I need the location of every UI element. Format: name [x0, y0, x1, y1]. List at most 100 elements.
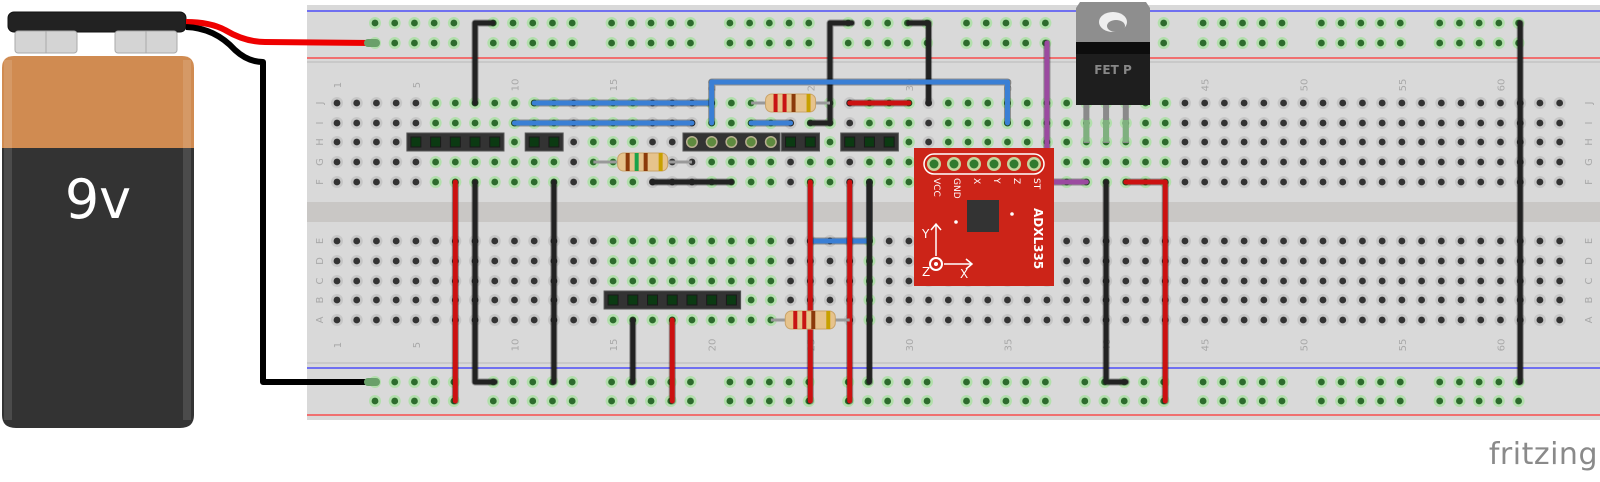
hole-D55[interactable]	[1395, 255, 1408, 267]
hole-C56[interactable]	[1415, 275, 1428, 287]
hole-G27[interactable]	[843, 156, 856, 168]
hole-A14[interactable]	[587, 314, 600, 326]
top-rail-hole-0-9-1[interactable]	[1453, 17, 1466, 29]
hole-G7[interactable]	[449, 156, 462, 168]
bottom-rail-hole-0-7-2[interactable]	[1236, 376, 1249, 388]
hole-I42[interactable]	[1139, 117, 1152, 129]
hole-G49[interactable]	[1277, 156, 1290, 168]
hole-D11[interactable]	[528, 255, 541, 267]
hole-A35[interactable]	[1001, 314, 1014, 326]
top-rail-hole-0-7-0[interactable]	[1197, 17, 1210, 29]
hole-F52[interactable]	[1336, 176, 1349, 188]
hole-A37[interactable]	[1040, 314, 1053, 326]
hole-B29[interactable]	[883, 294, 896, 306]
hole-B24[interactable]	[784, 294, 797, 306]
hole-I59[interactable]	[1474, 117, 1487, 129]
hole-I33[interactable]	[962, 117, 975, 129]
hole-G30[interactable]	[902, 156, 915, 168]
hole-J54[interactable]	[1376, 97, 1389, 109]
top-rail-hole-1-1-2[interactable]	[526, 37, 539, 49]
hole-D47[interactable]	[1238, 255, 1251, 267]
top-rail-hole-0-2-1[interactable]	[625, 17, 638, 29]
top-rail-hole-1-4-3[interactable]	[901, 37, 914, 49]
hole-H52[interactable]	[1336, 136, 1349, 148]
hole-A49[interactable]	[1277, 314, 1290, 326]
hole-D59[interactable]	[1474, 255, 1487, 267]
hole-J50[interactable]	[1297, 97, 1310, 109]
hole-G28[interactable]	[863, 156, 876, 168]
hole-H10[interactable]	[508, 136, 521, 148]
top-rail-hole-0-7-4[interactable]	[1275, 17, 1288, 29]
hole-J3[interactable]	[370, 97, 383, 109]
top-rail-hole-1-9-2[interactable]	[1473, 37, 1486, 49]
top-rail-hole-0-0-0[interactable]	[369, 17, 381, 29]
hole-C1[interactable]	[331, 275, 343, 287]
female-header-3pin[interactable]	[840, 132, 899, 152]
hole-E42[interactable]	[1139, 235, 1152, 247]
hole-F54[interactable]	[1376, 176, 1389, 188]
hole-B51[interactable]	[1317, 294, 1329, 306]
hole-J63[interactable]	[1553, 97, 1566, 109]
hole-H13[interactable]	[567, 136, 580, 148]
hole-I6[interactable]	[429, 117, 442, 129]
hole-E62[interactable]	[1533, 235, 1546, 247]
hole-J58[interactable]	[1455, 97, 1468, 109]
top-rail-hole-0-8-3[interactable]	[1374, 17, 1387, 29]
hole-G44[interactable]	[1178, 156, 1191, 168]
hole-H57[interactable]	[1435, 136, 1448, 148]
hole-H2[interactable]	[350, 136, 363, 148]
hole-F11[interactable]	[528, 176, 541, 188]
hole-G53[interactable]	[1356, 156, 1369, 168]
bottom-rail-hole-1-1-0[interactable]	[487, 395, 500, 407]
hole-C17[interactable]	[646, 275, 659, 287]
top-rail-hole-0-5-2[interactable]	[999, 17, 1012, 29]
hole-D9[interactable]	[488, 255, 501, 267]
wire-black-gnd-col26[interactable]	[807, 20, 855, 126]
top-rail-hole-1-5-1[interactable]	[980, 37, 993, 49]
wire-black-col8[interactable]	[472, 179, 498, 385]
top-rail-hole-0-3-2[interactable]	[763, 17, 776, 29]
bottom-rail-hole-1-0-1[interactable]	[388, 395, 401, 407]
top-rail-hole-1-2-2[interactable]	[645, 37, 658, 49]
hole-D54[interactable]	[1376, 255, 1389, 267]
hole-C19[interactable]	[685, 275, 698, 287]
hole-D21[interactable]	[725, 255, 738, 267]
hole-E49[interactable]	[1277, 235, 1290, 247]
hole-D5[interactable]	[409, 255, 422, 267]
bottom-rail-hole-0-7-4[interactable]	[1275, 376, 1288, 388]
hole-D38[interactable]	[1060, 255, 1073, 267]
top-rail-hole-1-5-2[interactable]	[999, 37, 1012, 49]
bottom-rail-hole-1-5-3[interactable]	[1019, 395, 1032, 407]
hole-A38[interactable]	[1060, 314, 1073, 326]
hole-E45[interactable]	[1198, 235, 1211, 247]
hole-F56[interactable]	[1415, 176, 1428, 188]
hole-A36[interactable]	[1021, 314, 1034, 326]
hole-A9[interactable]	[488, 314, 501, 326]
hole-F47[interactable]	[1238, 176, 1251, 188]
hole-C63[interactable]	[1553, 275, 1566, 287]
hole-F46[interactable]	[1218, 176, 1231, 188]
top-rail-hole-1-3-0[interactable]	[723, 37, 736, 49]
hole-E53[interactable]	[1356, 235, 1369, 247]
top-rail-hole-0-2-0[interactable]	[605, 17, 618, 29]
hole-J4[interactable]	[390, 97, 403, 109]
top-rail-hole-1-5-3[interactable]	[1019, 37, 1032, 49]
hole-H51[interactable]	[1317, 136, 1329, 148]
hole-I1[interactable]	[331, 117, 343, 129]
hole-F30[interactable]	[902, 176, 915, 188]
hole-C44[interactable]	[1178, 275, 1191, 287]
hole-D10[interactable]	[508, 255, 521, 267]
hole-J38[interactable]	[1060, 97, 1073, 109]
hole-H32[interactable]	[942, 136, 955, 148]
bottom-rail-hole-0-9-3[interactable]	[1492, 376, 1505, 388]
bottom-rail-hole-1-7-0[interactable]	[1197, 395, 1210, 407]
top-rail-hole-1-1-4[interactable]	[566, 37, 579, 49]
hole-I50[interactable]	[1297, 117, 1310, 129]
hole-E48[interactable]	[1257, 235, 1270, 247]
hole-J36[interactable]	[1021, 97, 1034, 109]
hole-H3[interactable]	[370, 136, 383, 148]
hole-F26[interactable]	[824, 176, 836, 188]
hole-J34[interactable]	[981, 97, 994, 109]
hole-F5[interactable]	[409, 176, 422, 188]
bottom-rail-hole-0-6-0[interactable]	[1078, 376, 1091, 388]
